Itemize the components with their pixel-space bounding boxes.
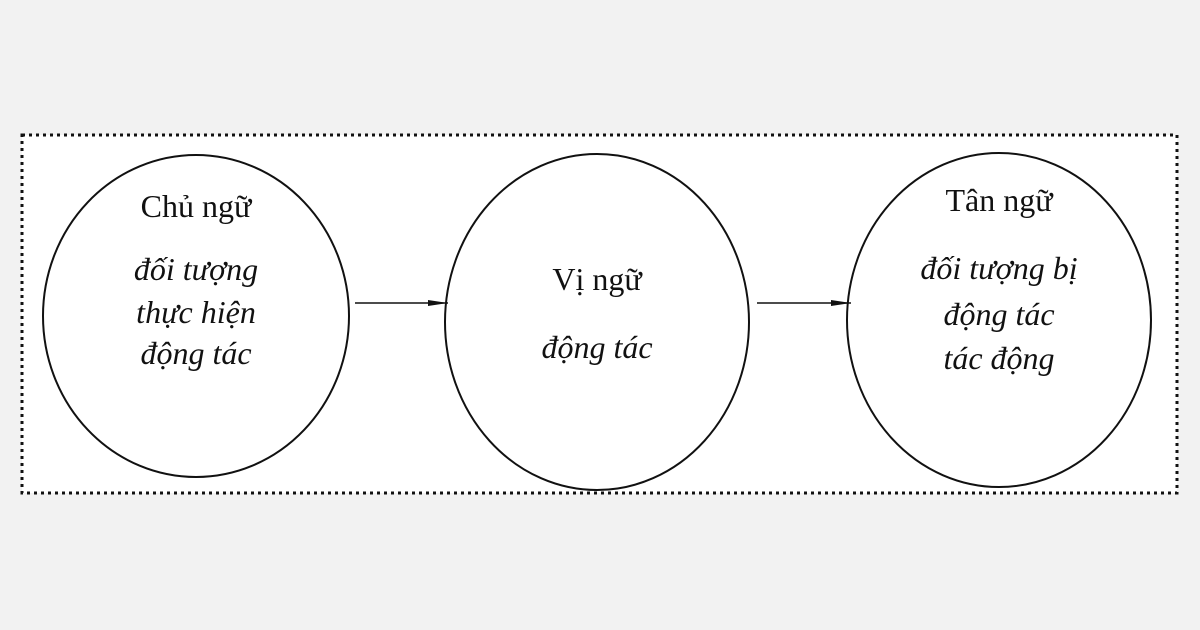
object-desc-line-3: tác động xyxy=(943,340,1054,376)
object-desc-line-1: đối tượng bị xyxy=(920,250,1077,286)
subject-desc-line-2: thực hiện xyxy=(136,294,256,330)
predicate-ellipse xyxy=(444,153,750,491)
dotted-frame xyxy=(20,133,1179,495)
object-ellipse xyxy=(846,152,1152,488)
subject-title: Chủ ngữ xyxy=(141,188,253,224)
subject-desc-line-1: đối tượng xyxy=(134,251,258,287)
subject-desc-line-3: động tác xyxy=(140,335,251,371)
node-predicate: Vị ngữ động tác xyxy=(444,153,750,491)
object-desc-line-2: động tác xyxy=(943,296,1054,332)
predicate-desc-line-1: động tác xyxy=(541,329,652,365)
subject-ellipse xyxy=(42,154,350,478)
node-object: Tân ngữ đối tượng bị động tác tác động xyxy=(846,152,1152,488)
object-title: Tân ngữ xyxy=(945,182,1054,218)
predicate-title: Vị ngữ xyxy=(552,261,643,297)
node-subject: Chủ ngữ đối tượng thực hiện động tác xyxy=(42,154,350,478)
